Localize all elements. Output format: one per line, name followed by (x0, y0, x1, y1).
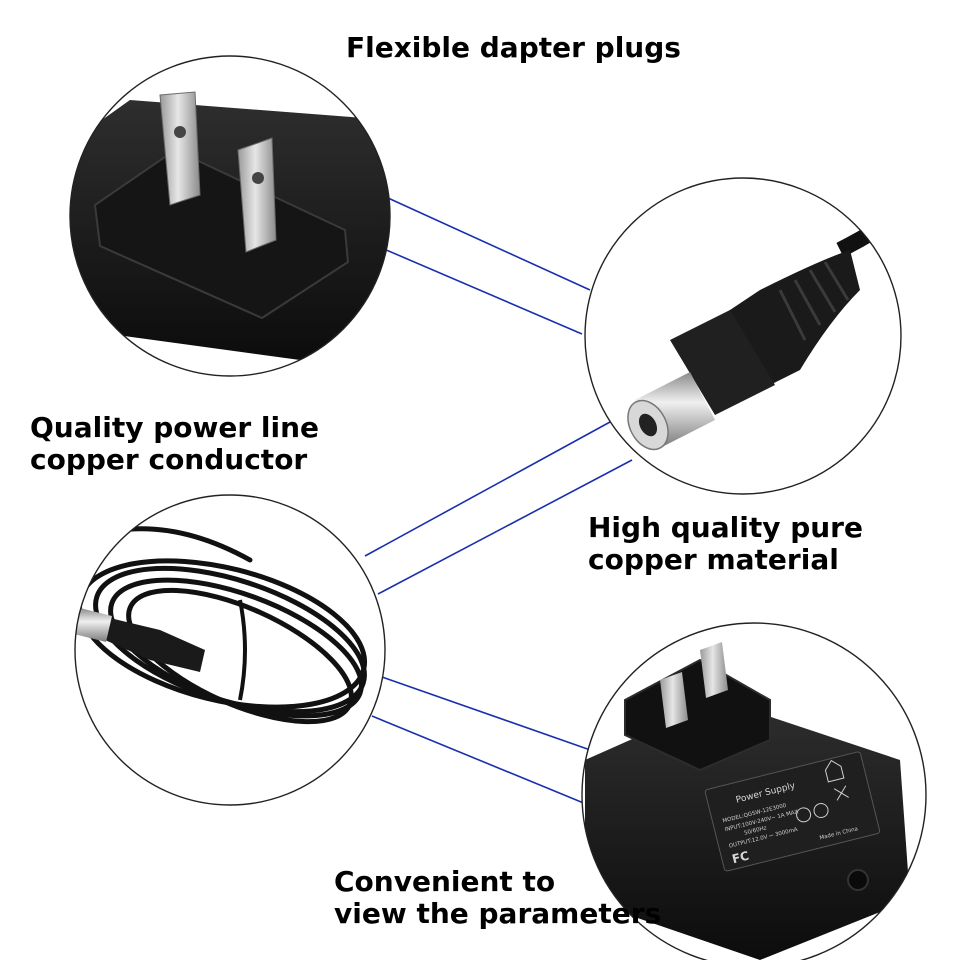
weee-bin-icon (833, 785, 849, 801)
ul-mark-icon (796, 807, 812, 823)
caption-view-parameters-line-2: view the parameters (334, 897, 662, 930)
connector-line-top-2 (369, 242, 583, 335)
caption-power-line-line-1: Quality power line (30, 411, 320, 444)
connector-line-mid-2 (377, 459, 633, 595)
fc-mark: FC (731, 848, 751, 866)
indoor-use-icon (824, 759, 845, 783)
caption-view-parameters: Convenient to view the parameters (334, 866, 661, 930)
caption-flexible-plugs: Flexible dapter plugs (346, 32, 681, 64)
caption-copper-material: High quality pure copper material (588, 512, 863, 576)
rating-label: Power Supply MODEL:QGSW-12E3000 INPUT:10… (704, 751, 881, 872)
plug-closeup-circle (69, 55, 391, 377)
caption-power-line-line-2: copper conductor (30, 443, 308, 476)
certification-mark-icon (813, 803, 829, 819)
caption-flexible-plugs-line: Flexible dapter plugs (346, 31, 681, 64)
adapter-label-circle: Power Supply MODEL:QGSW-12E3000 INPUT:10… (581, 622, 927, 960)
caption-copper-material-line-2: copper material (588, 543, 839, 576)
coiled-cable-circle (74, 494, 386, 806)
connector-line-bottom-1 (381, 676, 597, 753)
dc-connector-circle (584, 177, 902, 495)
label-frequency: 50/60Hz (744, 825, 768, 836)
caption-copper-material-line-1: High quality pure (588, 511, 863, 544)
connector-line-mid-1 (364, 421, 611, 557)
connector-line-top-1 (387, 197, 591, 291)
connector-line-bottom-2 (371, 715, 587, 805)
caption-power-line: Quality power line copper conductor (30, 412, 319, 476)
caption-view-parameters-line-1: Convenient to (334, 865, 556, 898)
connector-lines (364, 197, 633, 805)
